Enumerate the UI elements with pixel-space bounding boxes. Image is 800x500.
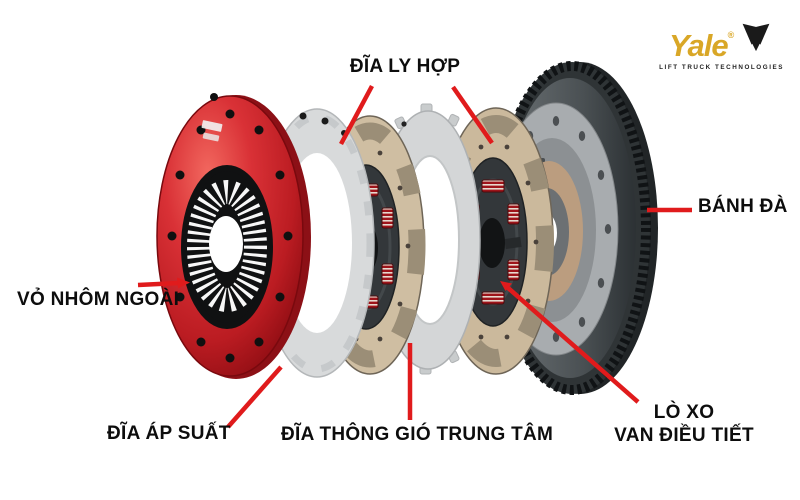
label-pressure-plate: ĐĨA ÁP SUẤT	[107, 423, 231, 444]
outer-aluminum-housing-graphic	[156, 93, 311, 379]
yale-lift-truck-trident-icon	[742, 23, 770, 52]
leader-lines	[137, 84, 692, 429]
yale-logo: Yale® LIFT TRUCK TECHNOLOGIES	[659, 20, 784, 71]
label-flywheel: BÁNH ĐÀ	[698, 196, 788, 217]
label-regulator-valve-spring: LÒ XO VAN ĐIỀU TIẾT	[584, 401, 784, 447]
yale-wordmark: Yale®	[669, 20, 734, 61]
label-regulator-valve-spring-line1: LÒ XO	[653, 402, 715, 423]
label-central-vented-disc: ĐĨA THÔNG GIÓ TRUNG TÂM	[281, 424, 554, 445]
label-regulator-valve-spring-line2: VAN ĐIỀU TIẾT	[614, 425, 754, 446]
yale-tagline: LIFT TRUCK TECHNOLOGIES	[659, 64, 784, 71]
label-clutch-disc: ĐĨA LY HỢP	[349, 56, 461, 77]
yale-wordmark-text: Yale	[668, 28, 729, 63]
registered-trademark-symbol: ®	[727, 30, 735, 40]
label-outer-aluminum-housing: VỎ NHÔM NGOÀI	[17, 289, 180, 310]
